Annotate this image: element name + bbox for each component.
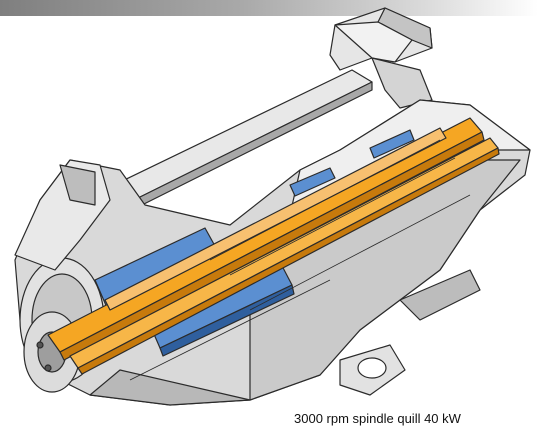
spindle-shaft bbox=[47, 117, 500, 375]
upper-bracket bbox=[329, 7, 433, 109]
housing-ribs bbox=[129, 139, 471, 381]
figure-caption: 3000 rpm spindle quill 40 kW bbox=[294, 411, 461, 426]
mounting-lug bbox=[339, 269, 481, 396]
left-casting bbox=[14, 159, 111, 271]
header-gradient-bar bbox=[0, 0, 538, 16]
